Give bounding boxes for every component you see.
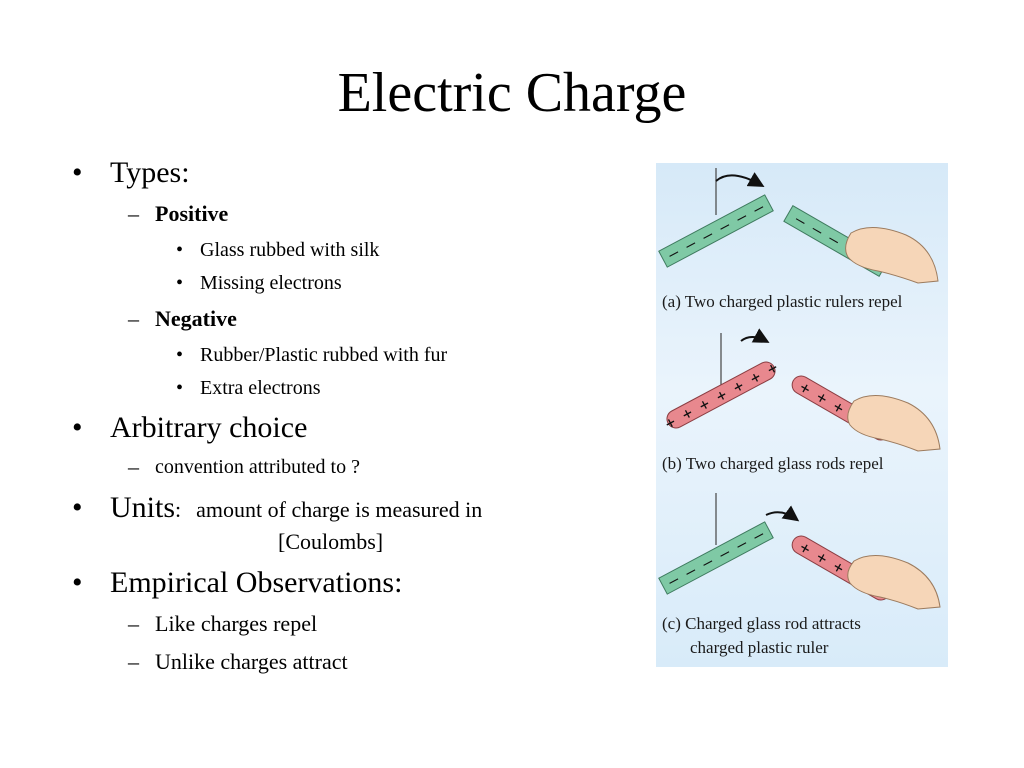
dash-marker: – [128, 306, 139, 331]
empirical-item-1: Like charges repel [155, 611, 318, 636]
bullet-arbitrary: Arbitrary choice [110, 411, 308, 444]
sub-negative: Negative [155, 306, 237, 331]
panel-b-drawing: + + + + + + + + + + + [661, 328, 941, 452]
dash-marker: – [128, 201, 139, 226]
hand-c [847, 555, 941, 610]
bullet-marker: • [72, 566, 83, 599]
bullet-marker: • [176, 344, 184, 366]
hand-b [847, 395, 941, 452]
negative-item-2: Extra electrons [200, 377, 321, 399]
bullet-units: Units: amount of charge is measured in [110, 490, 482, 528]
dash-marker: – [128, 649, 139, 674]
bullet-marker: • [176, 377, 184, 399]
caption-c-line1: (c) Charged glass rod attracts [662, 614, 861, 633]
hand-a [845, 227, 939, 284]
dash-marker: – [128, 454, 139, 479]
bullet-marker: • [176, 272, 184, 294]
caption-c-line2: charged plastic ruler [690, 638, 829, 657]
dash-marker: – [128, 611, 139, 636]
bullet-list: • Types: – Positive • Glass rubbed with … [72, 156, 482, 674]
bullet-marker: • [72, 491, 83, 524]
bullet-empirical: Empirical Observations: [110, 566, 403, 599]
bullet-marker: • [176, 239, 184, 261]
panel-c-drawing: – – – – – – + + + + [658, 493, 941, 610]
positive-item-2: Missing electrons [200, 272, 342, 294]
arbitrary-sub: convention attributed to ? [155, 456, 360, 478]
charge-drawings: – – – – – – – – – – + + + + + + + + + + … [658, 168, 941, 610]
caption-a: (a) Two charged plastic rulers repel [662, 292, 903, 311]
positive-item-1: Glass rubbed with silk [200, 239, 380, 261]
negative-item-1: Rubber/Plastic rubbed with fur [200, 344, 448, 366]
units-label: Units [110, 491, 176, 524]
bullet-marker: • [72, 156, 83, 189]
units-coulombs: [Coulombs] [278, 529, 384, 554]
bullet-marker: • [72, 411, 83, 444]
panel-a-drawing: – – – – – – – – – – [658, 168, 939, 284]
charge-illustration: – – – – – – – – – – + + + + + + + + + + … [656, 163, 948, 667]
empirical-item-2: Unlike charges attract [155, 649, 348, 674]
caption-b: (b) Two charged glass rods repel [662, 454, 884, 473]
slide-title: Electric Charge [337, 62, 687, 124]
units-text: amount of charge is measured in [196, 497, 483, 522]
bullet-types: Types: [110, 156, 190, 189]
units-colon: : [175, 497, 182, 522]
sub-positive: Positive [155, 201, 229, 226]
